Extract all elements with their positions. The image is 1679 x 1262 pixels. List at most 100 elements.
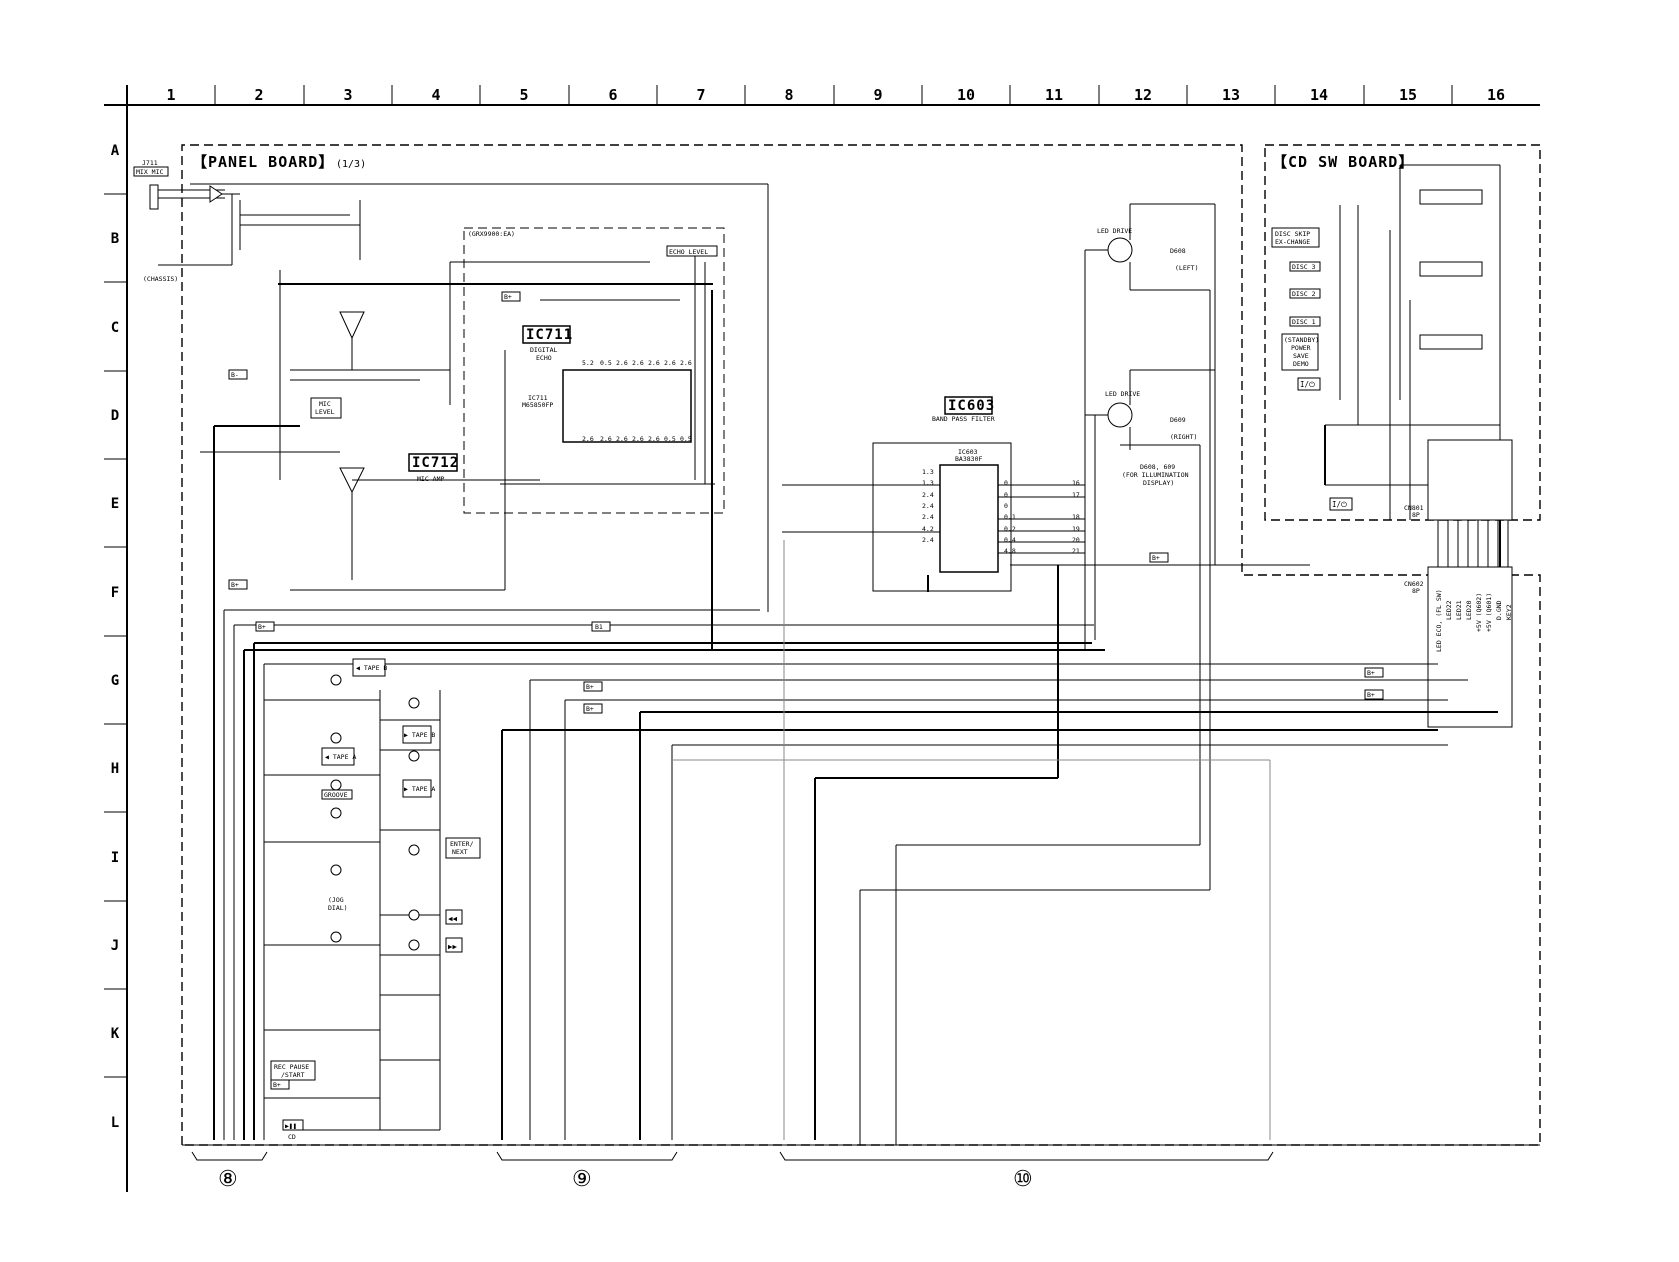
enter-label-2: NEXT [452,848,468,856]
ic603-lv-3: 2.4 [922,502,934,510]
cn-pin-5: +5V (Q601) [1485,593,1493,632]
ic712-mic-amp: IC712 MIC AMP MIC LEVEL [200,261,650,591]
ic603-part: IC603 [958,448,978,456]
col-11: 11 [1045,86,1063,104]
tape-b-left-label: ◀ TAPE B [356,664,387,672]
cn-pin-4: +5V (Q602) [1475,593,1483,632]
col-4: 4 [431,86,440,104]
ic603-rn-0: 16 [1072,479,1080,487]
ic603-rv-5: 0.4 [1004,536,1016,544]
cn801-label: CN801 [1404,504,1424,512]
d609-label: D609 [1170,416,1186,424]
ic603-rn-3: 19 [1072,525,1080,533]
play-cd-label: CD [288,1133,296,1141]
led-indicators: ◀ TAPE B ▶ TAPE B ◀ TAPE A ▶ TAPE A GROO… [264,658,481,1141]
row-C: C [111,320,119,336]
grx9900-label: (GRX9900:EA) [468,230,515,238]
ic603-rv-3: 0.1 [1004,513,1016,521]
ic603-rn-5: 21 [1072,547,1080,555]
play-pause-icon: ▶❚❚ [285,1122,297,1130]
ic711-v-bot-2: 2.6 [616,435,628,443]
standby-label-3: SAVE [1293,352,1309,360]
bus-lines [213,290,1501,1140]
ic603-lv-2: 2.4 [922,491,934,499]
col-1: 1 [166,86,175,104]
ic712-desc: MIC AMP [417,475,444,483]
ic603-part2: BA3830F [955,455,982,463]
col-8: 8 [784,86,793,104]
cn602-label: CN602 [1404,580,1424,588]
standby-label-1: (STANDBY) [1284,336,1319,344]
ic711-v-top-5: 2.6 [664,359,676,367]
grx9900-subboard: (GRX9900:EA) [463,227,725,514]
mic-level-label-2: LEVEL [315,408,335,416]
b-plus-marker-7: B+ [1367,669,1375,677]
disc1-label: DISC 1 [1292,318,1316,326]
cn-pin-2: LED21 [1455,600,1463,620]
ic603-band-pass-filter: IC603 BAND PASS FILTER IC603 BA3830F 1.3… [782,396,1310,592]
disc3-label: DISC 3 [1292,263,1316,271]
ic603-rn-2: 18 [1072,513,1080,521]
power-symbol-1: I/⏻ [1300,380,1316,389]
col-9: 9 [873,86,882,104]
chassis-label: (CHASSIS) [143,275,178,283]
ic603-rv-4: 0.2 [1004,525,1016,533]
col-13: 13 [1222,86,1240,104]
ic711-part-2: M65850FP [522,401,553,409]
d608-label: D608 [1170,247,1186,255]
col-3: 3 [343,86,352,104]
ic711-v-top-4: 2.6 [648,359,660,367]
ic603-rv-1: 0 [1004,491,1008,499]
rec-pause-label-2: /START [281,1071,305,1079]
led-drive-left-label: LED DRIVE [1097,227,1132,235]
illum-label-3: DISPLAY) [1143,479,1174,487]
jog-label-2: DIAL) [328,904,348,912]
row-G: G [111,673,119,689]
rewind-icon: ◀◀ [448,914,458,923]
row-H: H [111,761,119,777]
cdsw-board-outline: 【CD SW BOARD】 [1264,144,1541,521]
row-L: L [111,1115,119,1131]
bottom-connections: ⑧ ⑨ ⑩ [182,1144,1540,1192]
ic711-v-top-0: 5.2 [582,359,594,367]
row-A: A [111,143,120,159]
rec-pause-label-1: REC PAUSE [274,1063,309,1071]
ic711-desc-2: ECHO [536,354,552,362]
row-J: J [111,938,119,954]
bus-8: ⑧ [218,1167,238,1192]
row-D: D [111,408,119,424]
power-symbol-2: I/⏻ [1332,500,1348,509]
led-drive-section: LED DRIVE LED DRIVE D608 (LEFT) D609 (RI… [859,203,1216,1145]
b-plus-marker-8: B+ [1367,691,1375,699]
b1-marker: B1 [595,623,603,631]
connector-cn801: CN801 8P [1404,439,1513,521]
ic711-part-1: IC711 [528,394,548,402]
ic711-v-bot-1: 2.6 [600,435,612,443]
grid-frame [104,85,1540,1192]
disc2-label: DISC 2 [1292,290,1316,298]
ic711-v-top-3: 2.6 [632,359,644,367]
echo-level-label: ECHO LEVEL [669,248,708,256]
b-plus-marker-3: B+ [504,293,512,301]
cn602-bp: 8P [1412,587,1420,595]
ic603-rn-1: 17 [1072,491,1080,499]
illum-label-1: D608, 609 [1140,463,1175,471]
enter-label-1: ENTER/ [450,840,474,848]
ic711-v-top-2: 2.6 [616,359,628,367]
b-plus-marker-1: B+ [231,581,239,589]
ic603-lv-4: 2.4 [922,513,934,521]
ic711-v-top-6: 2.6 [680,359,692,367]
power-rail-markers: B- B+ B+ B+ B1 B+ B+ B+ B+ B+ B+ [228,291,1384,1090]
ic711-v-bot-5: 0.5 [664,435,676,443]
col-16: 16 [1487,86,1505,104]
row-I: I [111,850,119,866]
groove-label: GROOVE [324,791,348,799]
ic711-v-top-1: 0.5 [600,359,612,367]
ic711-v-bot-6: 0.5 [680,435,692,443]
b-plus-marker-9: B+ [273,1081,281,1089]
panel-board-subtitle: (1/3) [336,159,366,170]
ic711-digital-echo: IC711 DIGITAL ECHO IC711 M65850FP ECHO L… [500,245,718,485]
ex-change-label: EX-CHANGE [1275,238,1310,246]
row-E: E [111,496,119,512]
ic711-v-bot-0: 2.6 [582,435,594,443]
